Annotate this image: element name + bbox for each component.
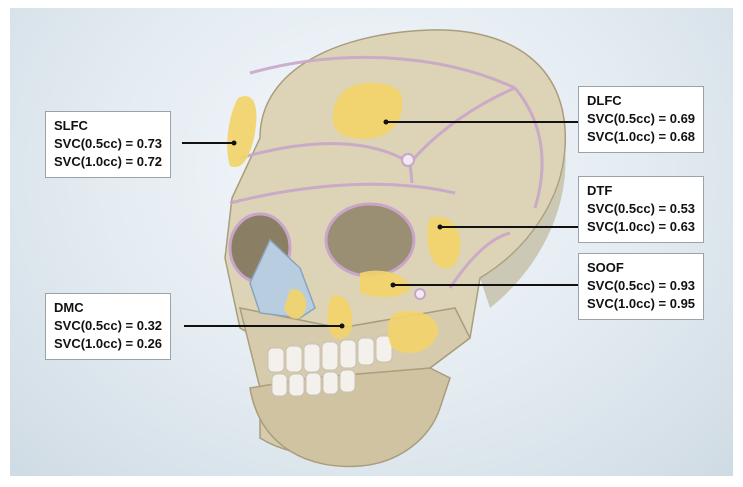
boundary-node [402,154,414,166]
svc-05-dlfc: SVC(0.5cc) = 0.69 [587,110,695,128]
svc-05-slfc: SVC(0.5cc) = 0.73 [54,135,162,153]
region-name-slfc: SLFC [54,117,162,135]
diagram-frame: SLFC SVC(0.5cc) = 0.73 SVC(1.0cc) = 0.72… [10,8,733,476]
label-dlfc: DLFC SVC(0.5cc) = 0.69 SVC(1.0cc) = 0.68 [578,86,704,153]
svc-05-soof: SVC(0.5cc) = 0.93 [587,277,695,295]
region-name-dlfc: DLFC [587,92,695,110]
boundary-node-2 [415,289,425,299]
region-name-dmc: DMC [54,299,162,317]
svc-10-dlfc: SVC(1.0cc) = 0.68 [587,128,695,146]
region-name-soof: SOOF [587,259,695,277]
svc-10-dmc: SVC(1.0cc) = 0.26 [54,335,162,353]
svc-10-slfc: SVC(1.0cc) = 0.72 [54,153,162,171]
label-dtf: DTF SVC(0.5cc) = 0.53 SVC(1.0cc) = 0.63 [578,176,704,243]
label-slfc: SLFC SVC(0.5cc) = 0.73 SVC(1.0cc) = 0.72 [45,111,171,178]
svc-05-dtf: SVC(0.5cc) = 0.53 [587,200,695,218]
label-dmc: DMC SVC(0.5cc) = 0.32 SVC(1.0cc) = 0.26 [45,293,171,360]
svc-10-soof: SVC(1.0cc) = 0.95 [587,295,695,313]
svc-10-dtf: SVC(1.0cc) = 0.63 [587,218,695,236]
label-soof: SOOF SVC(0.5cc) = 0.93 SVC(1.0cc) = 0.95 [578,253,704,320]
svc-05-dmc: SVC(0.5cc) = 0.32 [54,317,162,335]
orbit-left [326,204,414,276]
region-name-dtf: DTF [587,182,695,200]
